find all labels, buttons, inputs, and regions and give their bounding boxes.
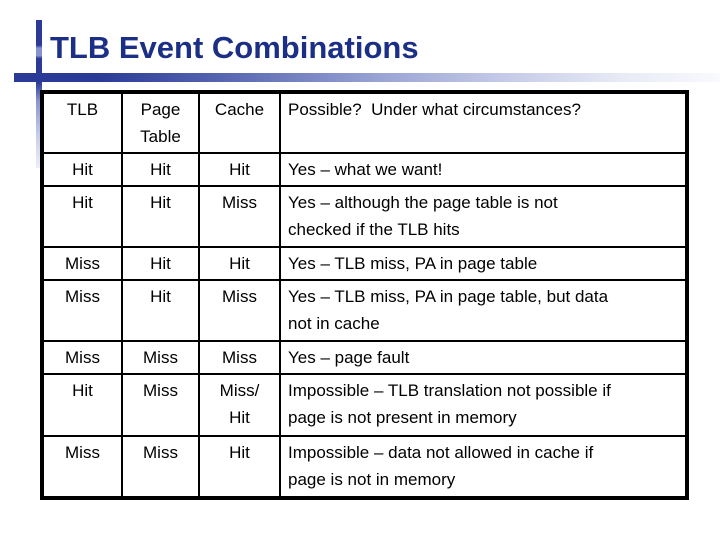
description-cell: Impossible – data not allowed in cache i… bbox=[279, 435, 688, 499]
cache-cell: Miss bbox=[198, 340, 281, 375]
tlb-cell: Hit bbox=[41, 185, 123, 248]
description-cell: Yes – although the page table is not che… bbox=[279, 185, 688, 248]
table-row: Hit Hit Miss Yes – although the page tab… bbox=[41, 185, 688, 248]
table-row: Miss Miss Hit Impossible – data not allo… bbox=[41, 435, 688, 499]
tlb-event-table: TLB Page Table Cache Possible? Under wha… bbox=[40, 90, 689, 500]
description-cell: Yes – what we want! bbox=[279, 152, 688, 187]
col-header-possible: Possible? Under what circumstances? bbox=[279, 91, 688, 154]
cache-cell: Miss bbox=[198, 185, 281, 248]
slide-title: TLB Event Combinations bbox=[50, 30, 419, 65]
page-table-cell: Miss bbox=[121, 435, 200, 499]
tlb-cell: Miss bbox=[41, 279, 123, 342]
page-table-cell: Hit bbox=[121, 152, 200, 187]
page-table-cell: Hit bbox=[121, 279, 200, 342]
table-row: Hit Hit Hit Yes – what we want! bbox=[41, 152, 688, 187]
table-header-row: TLB Page Table Cache Possible? Under wha… bbox=[41, 91, 688, 154]
page-table-cell: Miss bbox=[121, 373, 200, 437]
accent-vertical-bar bbox=[36, 20, 42, 168]
table-row: Miss Hit Hit Yes – TLB miss, PA in page … bbox=[41, 246, 688, 281]
tlb-cell: Hit bbox=[41, 152, 123, 187]
page-table-cell: Miss bbox=[121, 340, 200, 375]
cache-cell: Miss/ Hit bbox=[198, 373, 281, 437]
page-table-cell: Hit bbox=[121, 185, 200, 248]
table-row: Miss Hit Miss Yes – TLB miss, PA in page… bbox=[41, 279, 688, 342]
cache-cell: Miss bbox=[198, 279, 281, 342]
col-header-page-table: Page Table bbox=[121, 91, 200, 154]
table-row: Miss Miss Miss Yes – page fault bbox=[41, 340, 688, 375]
tlb-cell: Miss bbox=[41, 435, 123, 499]
col-header-tlb: TLB bbox=[41, 91, 123, 154]
col-header-cache: Cache bbox=[198, 91, 281, 154]
description-cell: Impossible – TLB translation not possibl… bbox=[279, 373, 688, 437]
description-cell: Yes – TLB miss, PA in page table, but da… bbox=[279, 279, 688, 342]
tlb-cell: Hit bbox=[41, 373, 123, 437]
description-cell: Yes – page fault bbox=[279, 340, 688, 375]
cache-cell: Hit bbox=[198, 246, 281, 281]
description-cell: Yes – TLB miss, PA in page table bbox=[279, 246, 688, 281]
cache-cell: Hit bbox=[198, 152, 281, 187]
page-table-cell: Hit bbox=[121, 246, 200, 281]
accent-horizontal-bar bbox=[14, 73, 720, 82]
tlb-cell: Miss bbox=[41, 246, 123, 281]
cache-cell: Hit bbox=[198, 435, 281, 499]
table-row: Hit Miss Miss/ Hit Impossible – TLB tran… bbox=[41, 373, 688, 437]
tlb-cell: Miss bbox=[41, 340, 123, 375]
